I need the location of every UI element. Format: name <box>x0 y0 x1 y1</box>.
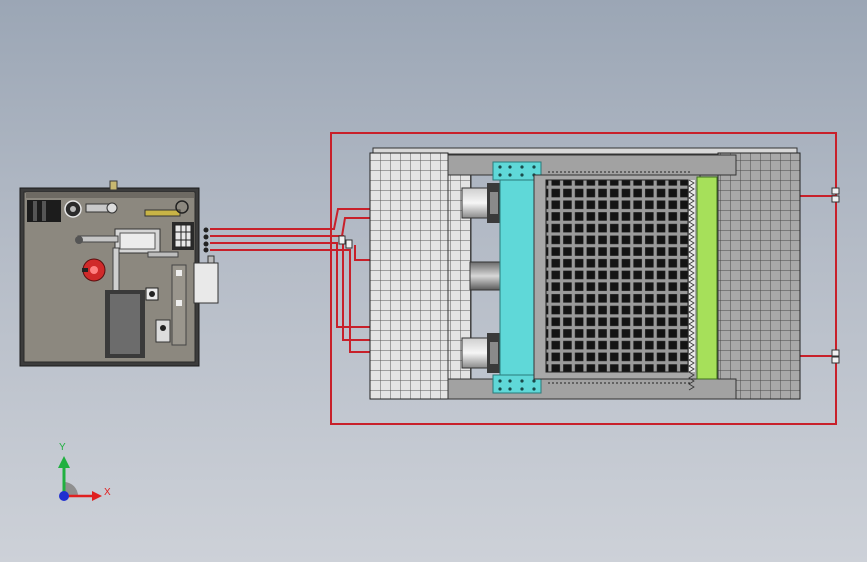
x-axis-label: X <box>104 487 111 498</box>
y-axis-label: Y <box>59 442 66 453</box>
stripper-plate <box>696 176 718 380</box>
pressure-gauge-icon <box>82 258 106 282</box>
pipe-fittings <box>338 187 840 364</box>
coordinate-triad <box>58 456 102 501</box>
moving-platen <box>492 161 542 394</box>
mold-grid <box>533 171 701 391</box>
hydraulic-power-unit[interactable] <box>19 180 219 367</box>
z-axis-icon <box>59 491 69 501</box>
motor-icon <box>27 200 82 222</box>
hydraulic-cylinder <box>461 183 501 373</box>
hydraulic-pipes <box>210 132 837 425</box>
